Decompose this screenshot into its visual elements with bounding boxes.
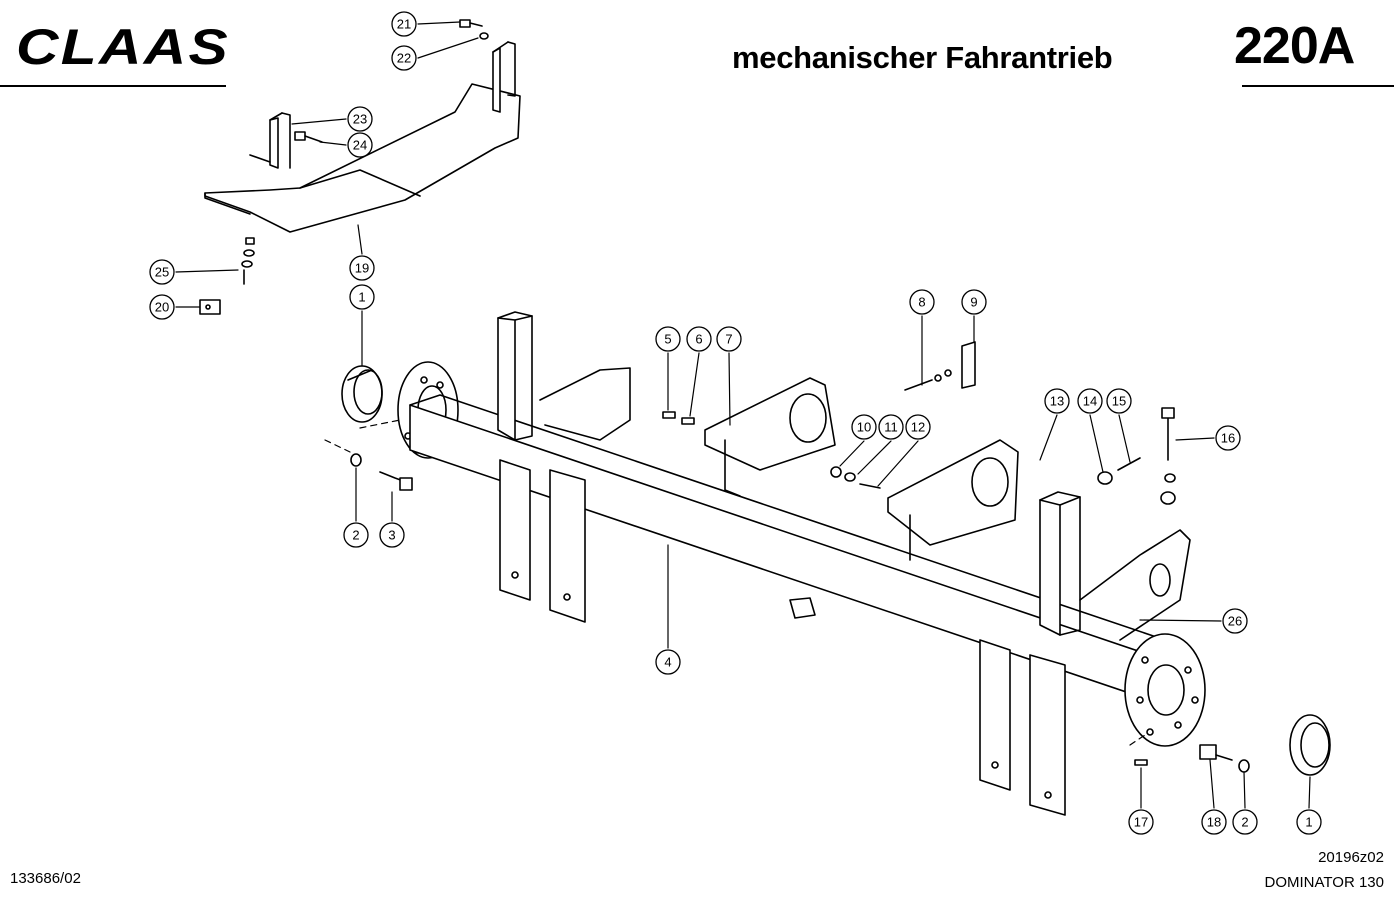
callout-20: 20 — [149, 294, 175, 320]
callout-19: 19 — [349, 255, 375, 281]
svg-text:2: 2 — [352, 528, 359, 543]
right-flange — [1124, 633, 1206, 747]
document-number: 133686/02 — [10, 870, 81, 887]
svg-text:15: 15 — [1112, 394, 1126, 409]
callout-13: 13 — [1044, 388, 1070, 414]
callout-5: 5 — [655, 326, 681, 352]
svg-text:4: 4 — [664, 655, 671, 670]
callout-11: 11 — [878, 414, 904, 440]
brand-wordmark: CLAAS — [16, 19, 230, 75]
callout-1-left: 1 — [349, 284, 375, 310]
callout-23: 23 — [347, 106, 373, 132]
small-hardware — [350, 341, 1250, 773]
upright-bracket-right — [1039, 491, 1191, 641]
callout-21: 21 — [391, 11, 417, 37]
leader-lines — [175, 21, 1311, 809]
svg-text:24: 24 — [353, 138, 367, 153]
svg-text:2: 2 — [1241, 815, 1248, 830]
page-title: mechanischer Fahrantrieb — [732, 40, 1113, 75]
svg-text:1: 1 — [358, 290, 365, 305]
drawing-id: 20196z02 — [1318, 849, 1384, 866]
svg-text:19: 19 — [355, 261, 369, 276]
svg-text:10: 10 — [857, 420, 871, 435]
callout-12: 12 — [905, 414, 931, 440]
callout-7: 7 — [716, 326, 742, 352]
svg-text:23: 23 — [353, 112, 367, 127]
callout-9: 9 — [961, 289, 987, 315]
svg-text:8: 8 — [918, 295, 925, 310]
callout-17: 17 — [1128, 809, 1154, 835]
svg-text:17: 17 — [1134, 815, 1148, 830]
callout-2-left: 2 — [343, 522, 369, 548]
svg-text:12: 12 — [911, 420, 925, 435]
callout-25: 25 — [149, 259, 175, 285]
callout-1-right: 1 — [1296, 809, 1322, 835]
header-rule-left — [0, 85, 226, 87]
svg-text:11: 11 — [884, 420, 898, 435]
hanging-plates-right — [979, 639, 1066, 816]
machine-model: DOMINATOR 130 — [1264, 874, 1384, 891]
svg-text:3: 3 — [388, 528, 395, 543]
right-bearing-ring — [1289, 714, 1331, 776]
svg-text:5: 5 — [664, 332, 671, 347]
svg-text:18: 18 — [1207, 815, 1221, 830]
svg-text:20: 20 — [155, 300, 169, 315]
callout-16: 16 — [1215, 425, 1241, 451]
callout-24: 24 — [347, 132, 373, 158]
svg-text:21: 21 — [397, 17, 411, 32]
callout-26: 26 — [1222, 608, 1248, 634]
callout-2-right: 2 — [1232, 809, 1258, 835]
mounting-plate-13 — [887, 439, 1019, 561]
callout-18: 18 — [1201, 809, 1227, 835]
header-rule-right — [1242, 85, 1394, 87]
callout-22: 22 — [391, 45, 417, 71]
svg-text:22: 22 — [397, 51, 411, 66]
svg-text:14: 14 — [1083, 394, 1097, 409]
hanging-plates-left — [499, 459, 586, 623]
svg-text:6: 6 — [695, 332, 702, 347]
left-bearing-ring — [341, 365, 383, 423]
callout-10: 10 — [851, 414, 877, 440]
svg-text:26: 26 — [1228, 614, 1242, 629]
callout-15: 15 — [1106, 388, 1132, 414]
callout-6: 6 — [686, 326, 712, 352]
svg-text:7: 7 — [725, 332, 732, 347]
upright-bracket-left — [497, 311, 631, 441]
mounting-plate-7 — [704, 377, 836, 497]
svg-text:13: 13 — [1050, 394, 1064, 409]
svg-text:25: 25 — [155, 265, 169, 280]
cover-plate — [204, 41, 521, 233]
callout-8: 8 — [909, 289, 935, 315]
claas-logo: CLAAS — [16, 19, 230, 75]
page-number: 220A — [1234, 17, 1355, 75]
callout-3: 3 — [379, 522, 405, 548]
callout-4: 4 — [655, 649, 681, 675]
callout-14: 14 — [1077, 388, 1103, 414]
svg-text:16: 16 — [1221, 431, 1235, 446]
svg-text:9: 9 — [970, 295, 977, 310]
svg-text:1: 1 — [1305, 815, 1312, 830]
